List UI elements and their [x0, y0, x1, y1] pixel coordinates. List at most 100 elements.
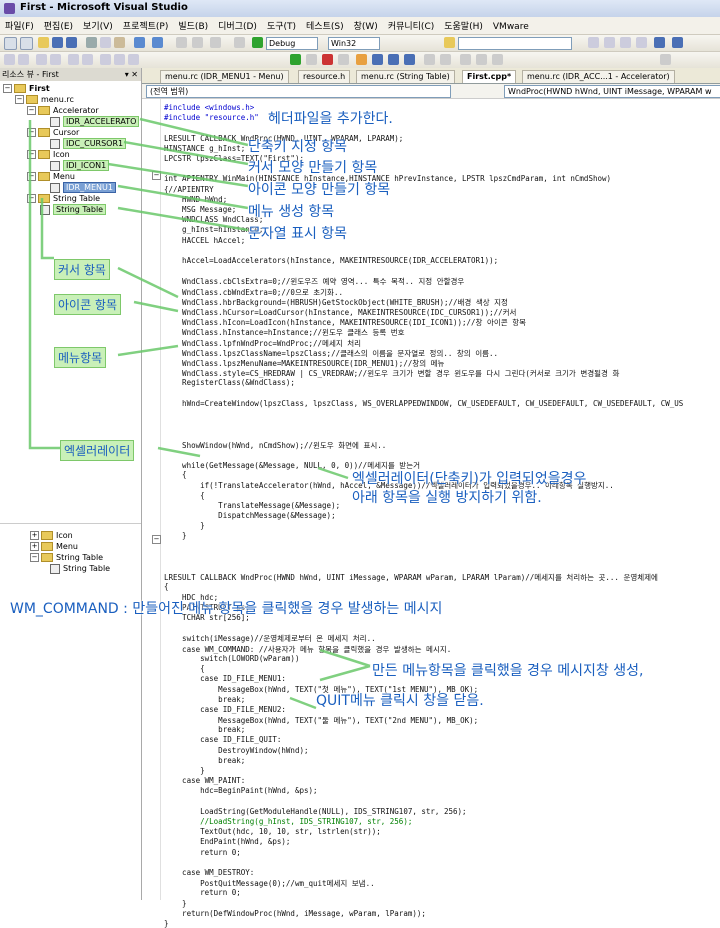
- code-line[interactable]: while(GetMessage(&Message, NULL, 0, 0))/…: [164, 461, 421, 470]
- expand-icon[interactable]: +: [30, 542, 39, 551]
- collapse-icon[interactable]: −: [27, 194, 36, 203]
- collapse-icon[interactable]: −: [27, 172, 36, 181]
- bookmark-icon[interactable]: [100, 54, 111, 65]
- prev-bookmark-icon[interactable]: [114, 54, 125, 65]
- code-line[interactable]: {//APIENTRY: [164, 184, 214, 194]
- breakpoints-window-icon[interactable]: [440, 54, 451, 65]
- uncomment-icon[interactable]: [82, 54, 93, 65]
- toolbar-options-icon[interactable]: [234, 37, 245, 48]
- tab-menu-rc-menu[interactable]: menu.rc (IDR_MENU1 - Menu): [160, 70, 289, 83]
- code-line[interactable]: HACCEL hAccel;: [164, 235, 246, 245]
- step-over-icon[interactable]: [388, 54, 399, 65]
- collapse-icon[interactable]: −: [27, 106, 36, 115]
- code-line[interactable]: MessageBox(hWnd, TEXT("첫 메뉴"), TEXT("1st…: [164, 685, 479, 695]
- next-bookmark-icon[interactable]: [128, 54, 139, 65]
- menu-view[interactable]: 보기(V): [83, 22, 113, 32]
- new-project-icon[interactable]: [4, 37, 17, 50]
- tab-resource-h[interactable]: resource.h: [298, 70, 351, 83]
- start-debugging-icon[interactable]: [252, 37, 263, 48]
- code-line[interactable]: HINSTANCE g_hInst;: [164, 143, 246, 153]
- code-line[interactable]: hAccel=LoadAccelerators(hInstance, MAKEI…: [164, 256, 499, 265]
- code-line[interactable]: {: [164, 470, 187, 480]
- code-line[interactable]: case ID_FILE_MENU2:: [164, 704, 286, 714]
- add-item-icon[interactable]: [20, 37, 33, 50]
- format-toolbar-icon[interactable]: [460, 54, 471, 65]
- tree-rc-file[interactable]: −menu.rc: [15, 94, 74, 105]
- scope-combo[interactable]: (전역 범위): [146, 85, 451, 98]
- code-line[interactable]: }: [164, 531, 187, 541]
- outdent-icon[interactable]: [50, 54, 61, 65]
- show-next-statement-icon[interactable]: [356, 54, 367, 65]
- code-line[interactable]: LRESULT CALLBACK WndProc(HWND hWnd, UINT…: [164, 573, 658, 583]
- collapse-icon[interactable]: −: [3, 84, 12, 93]
- align-icon[interactable]: [476, 54, 487, 65]
- code-line[interactable]: #include "resource.h": [164, 113, 259, 123]
- stop-debugging-icon[interactable]: [322, 54, 333, 65]
- code-line[interactable]: return 0;: [164, 888, 241, 898]
- code-line[interactable]: switch(iMessage)//운영체제로부터 온 메세지 처리..: [164, 634, 376, 644]
- continue-icon[interactable]: [290, 54, 301, 65]
- menu-help[interactable]: 도움말(H): [444, 22, 483, 32]
- menu-window[interactable]: 창(W): [353, 22, 378, 32]
- menu-vmware[interactable]: VMware: [492, 22, 529, 32]
- find-in-files-icon[interactable]: [444, 37, 455, 48]
- code-line[interactable]: HDC hdc;: [164, 592, 219, 602]
- undo-icon[interactable]: [134, 37, 145, 48]
- code-line[interactable]: MSG Message;: [164, 205, 237, 214]
- code-line[interactable]: PAINTSTRUCT ps;: [164, 602, 250, 612]
- tree-menu-item[interactable]: IDR_MENU1: [50, 182, 116, 193]
- code-line[interactable]: DispatchMessage(&Message);: [164, 511, 336, 520]
- open-file-icon[interactable]: [38, 37, 49, 48]
- redo-icon[interactable]: [152, 37, 163, 48]
- tree-root[interactable]: −First: [3, 83, 50, 94]
- toolbar-chevron-icon[interactable]: [660, 54, 671, 65]
- code-line[interactable]: switch(LOWORD(wParam)): [164, 653, 300, 663]
- refresh-icon[interactable]: [18, 54, 29, 65]
- collapse-icon[interactable]: −: [27, 128, 36, 137]
- collapse-icon[interactable]: −: [30, 553, 39, 562]
- tree2-icon-folder[interactable]: +Icon: [30, 530, 73, 541]
- menu-build[interactable]: 빌드(B): [178, 22, 209, 32]
- hex-display-icon[interactable]: [424, 54, 435, 65]
- tree-cursor-folder[interactable]: −Cursor: [27, 127, 79, 138]
- comment-icon[interactable]: [68, 54, 79, 65]
- start-page-icon[interactable]: [672, 37, 683, 48]
- menu-project[interactable]: 프로젝트(P): [122, 22, 169, 32]
- code-line[interactable]: PostQuitMessage(0);//wm_quit메세지 보냄..: [164, 879, 375, 889]
- tree-icon-item[interactable]: IDI_ICON1: [50, 160, 110, 171]
- properties-icon[interactable]: [604, 37, 615, 48]
- code-line[interactable]: return(DefWindowProc(hWnd, iMessage, wPa…: [164, 908, 426, 918]
- copy-icon[interactable]: [100, 37, 111, 48]
- code-line[interactable]: MessageBox(hWnd, TEXT("둘 메뉴"), TEXT("2nd…: [164, 716, 479, 725]
- code-line[interactable]: case ID_FILE_QUIT:: [164, 735, 282, 745]
- code-line[interactable]: {: [164, 490, 205, 500]
- menu-tools[interactable]: 도구(T): [266, 22, 297, 32]
- tree-menu-folder[interactable]: −Menu: [27, 171, 75, 182]
- tab-first-cpp[interactable]: First.cpp*: [462, 70, 517, 83]
- code-editor[interactable]: [142, 99, 720, 900]
- code-line[interactable]: }: [164, 766, 205, 775]
- code-line[interactable]: TextOut(hdc, 10, 10, str, lstrlen(str));: [164, 827, 381, 837]
- find-icon[interactable]: [210, 37, 221, 48]
- collapse-icon[interactable]: −: [27, 150, 36, 159]
- cut-icon[interactable]: [86, 37, 97, 48]
- code-line[interactable]: TranslateMessage(&Message);: [164, 500, 341, 510]
- code-line[interactable]: //LoadString(g_hInst, IDS_STRING107, str…: [164, 817, 413, 826]
- menu-community[interactable]: 커뮤니티(C): [387, 22, 435, 32]
- code-line[interactable]: hdc=BeginPaint(hWnd, &ps);: [164, 786, 318, 796]
- code-line[interactable]: WndClass.hbrBackground=(HBRUSH)GetStockO…: [164, 297, 508, 307]
- save-all-icon[interactable]: [66, 37, 77, 48]
- code-line[interactable]: WndClass.style=CS_HREDRAW | CS_VREDRAW;/…: [164, 369, 620, 379]
- tree2-menu-folder[interactable]: +Menu: [30, 541, 78, 552]
- code-line[interactable]: TCHAR str[256];: [164, 613, 250, 622]
- toolbox-icon[interactable]: [620, 37, 631, 48]
- panel-pin-close-icon[interactable]: ▾ ✕: [124, 70, 138, 79]
- code-line[interactable]: ShowWindow(hWnd, nCmdShow);//윈도우 화면에 표시.…: [164, 440, 387, 450]
- fold-toggle-icon[interactable]: −: [152, 535, 161, 544]
- code-line[interactable]: WndClass.hIcon=LoadIcon(hInstance, MAKEI…: [164, 318, 526, 328]
- tree-icon-folder[interactable]: −Icon: [27, 149, 70, 160]
- tree-cursor-item[interactable]: IDC_CURSOR1: [50, 138, 127, 149]
- code-line[interactable]: case WM_DESTROY:: [164, 868, 255, 877]
- platform-select[interactable]: Win32: [328, 37, 380, 50]
- code-line[interactable]: WndClass.hCursor=LoadCursor(hInstance, M…: [164, 308, 517, 317]
